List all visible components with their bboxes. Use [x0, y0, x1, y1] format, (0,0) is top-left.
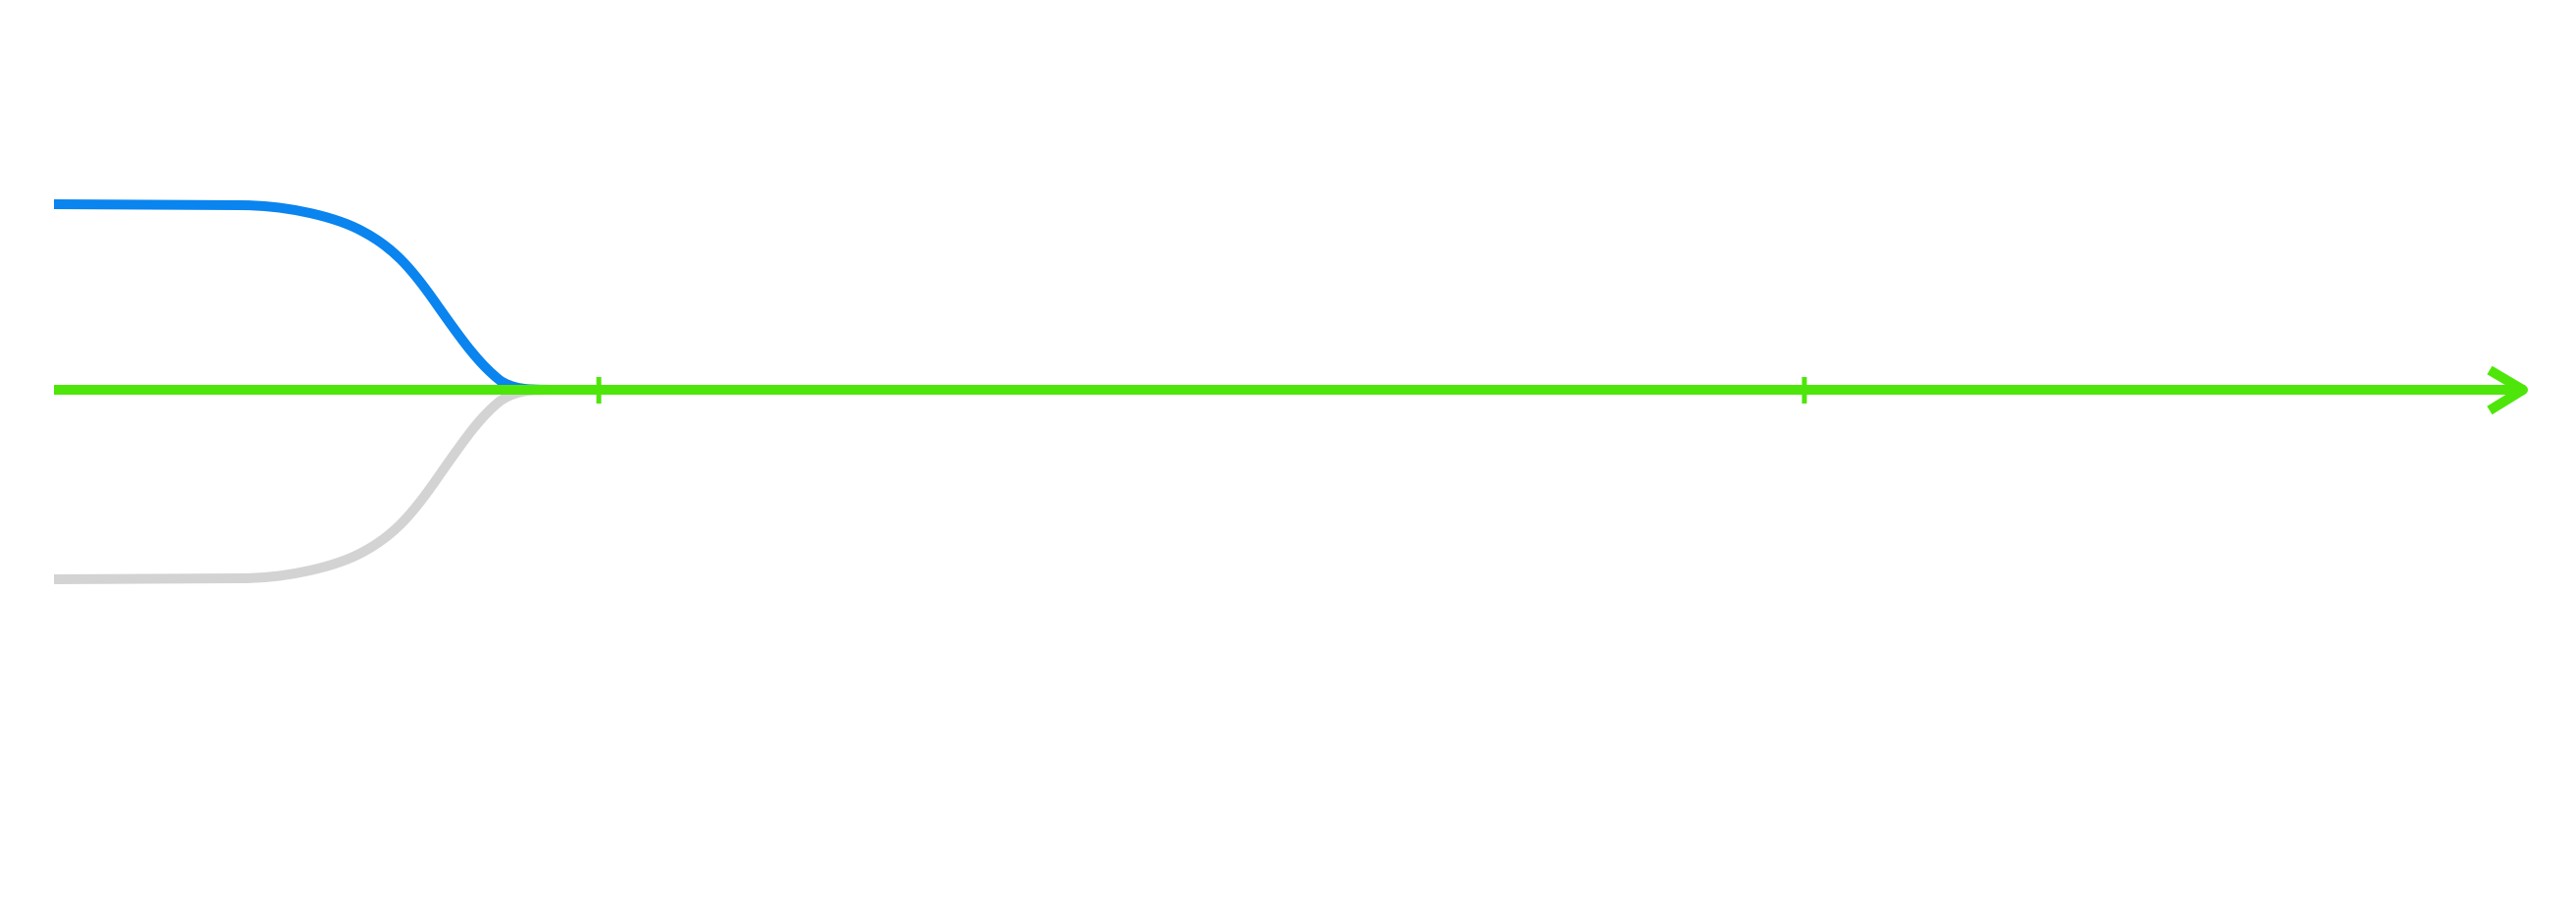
- upper-branch-line: [53, 199, 551, 395]
- lower-branch-line: [53, 385, 551, 584]
- arrow-head-icon: [2487, 365, 2528, 415]
